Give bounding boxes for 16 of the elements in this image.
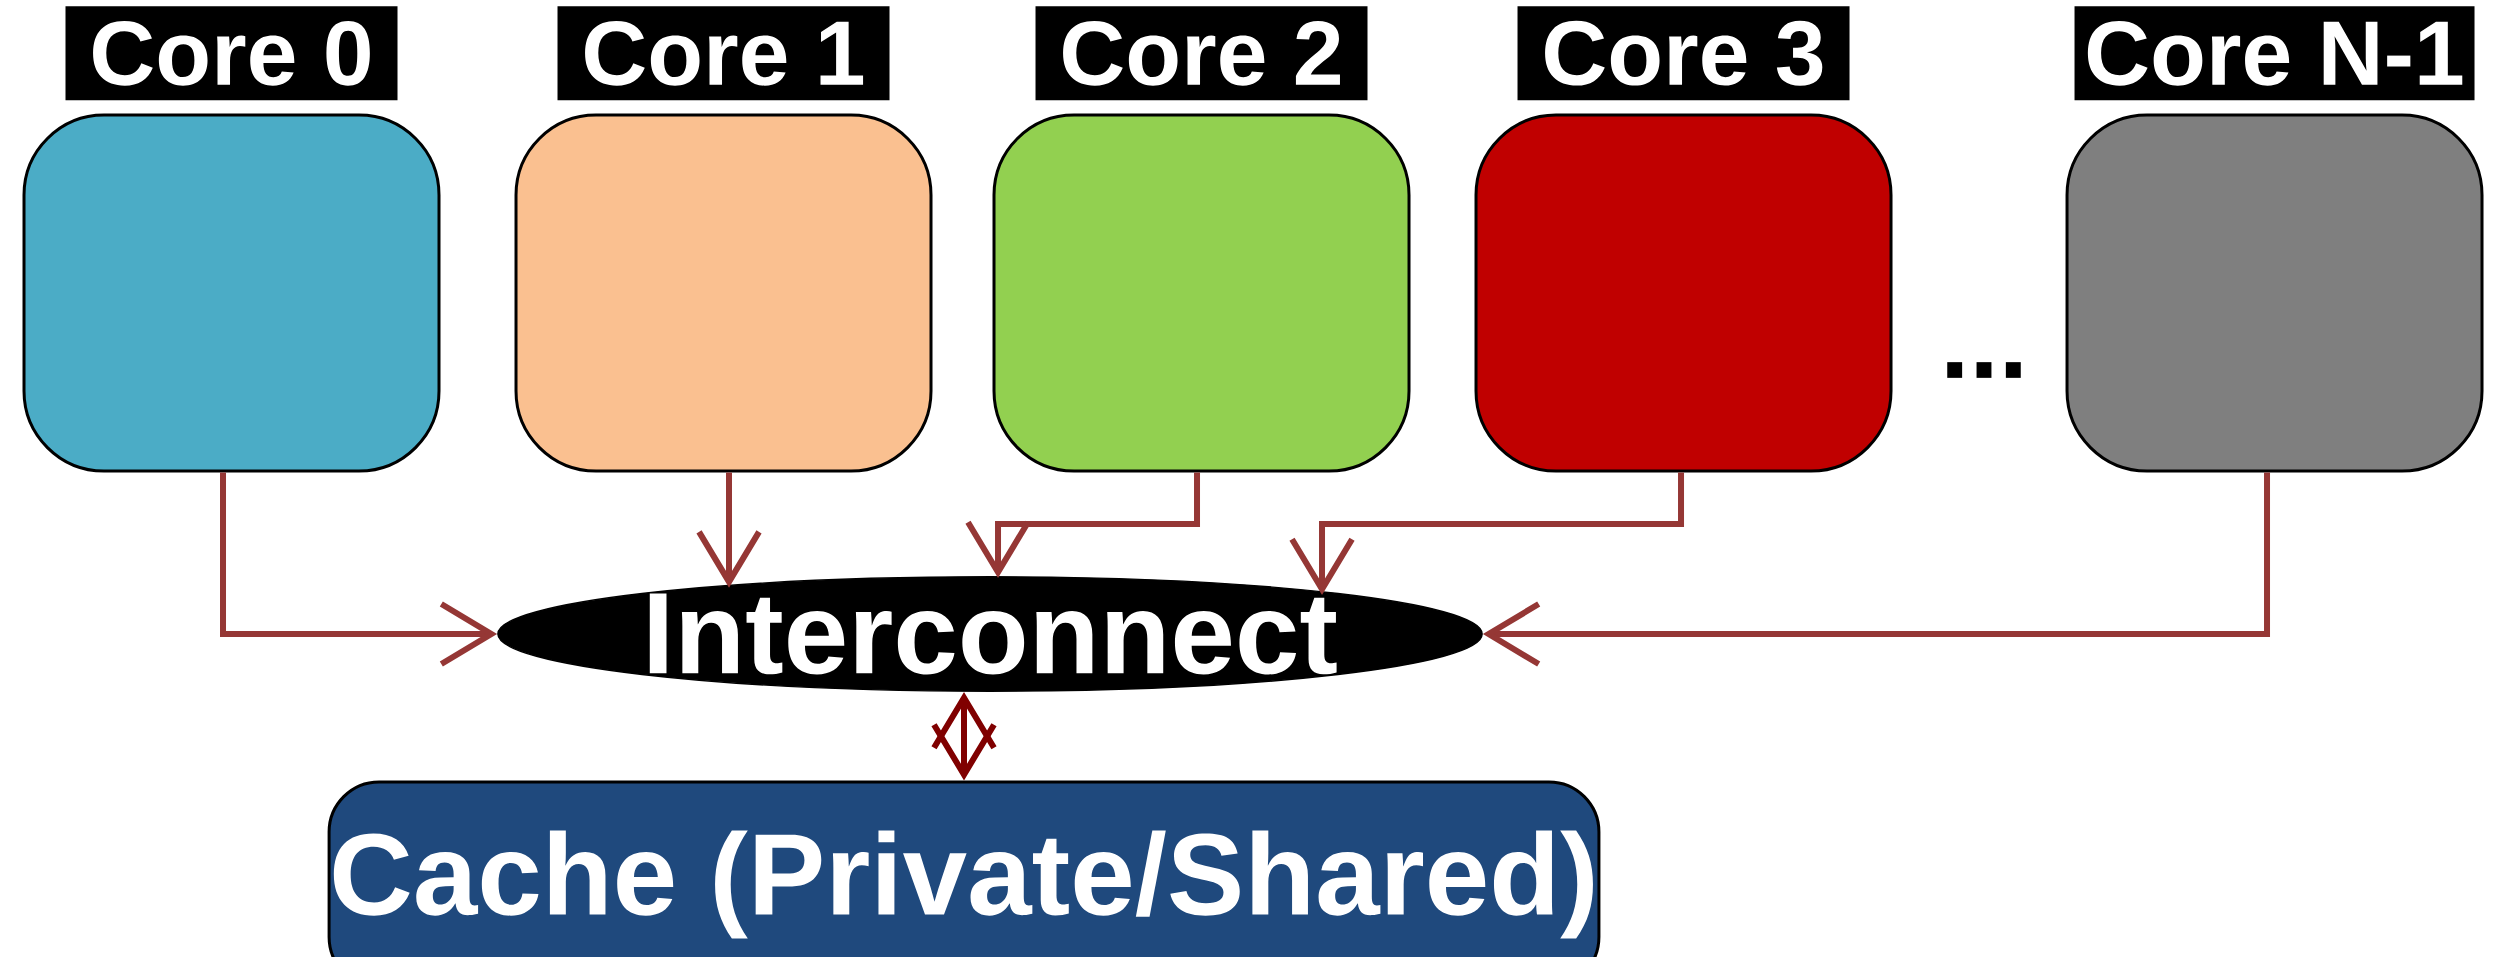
node-label: Core 3 <box>1545 20 1823 86</box>
core-box: Core 0 <box>22 6 441 473</box>
node-label: Core N-1 <box>2087 20 2463 86</box>
arrow <box>965 472 1200 578</box>
core-box: Core 3 <box>1474 6 1893 473</box>
core-box: Core 1 <box>514 6 933 473</box>
arrow <box>1289 472 1684 595</box>
cache-box: Cache (Private/Shared) <box>327 780 1601 957</box>
ellipsis: ... <box>1947 362 2021 378</box>
core-box: Core 2 <box>992 6 1411 473</box>
arrow <box>220 472 498 667</box>
core-box: Core N-1 <box>2065 6 2484 473</box>
node-label: Core 0 <box>93 20 370 86</box>
node-label: Core 2 <box>1063 20 1340 86</box>
arrow <box>1482 472 2270 667</box>
node-label: Core 1 <box>585 20 864 86</box>
